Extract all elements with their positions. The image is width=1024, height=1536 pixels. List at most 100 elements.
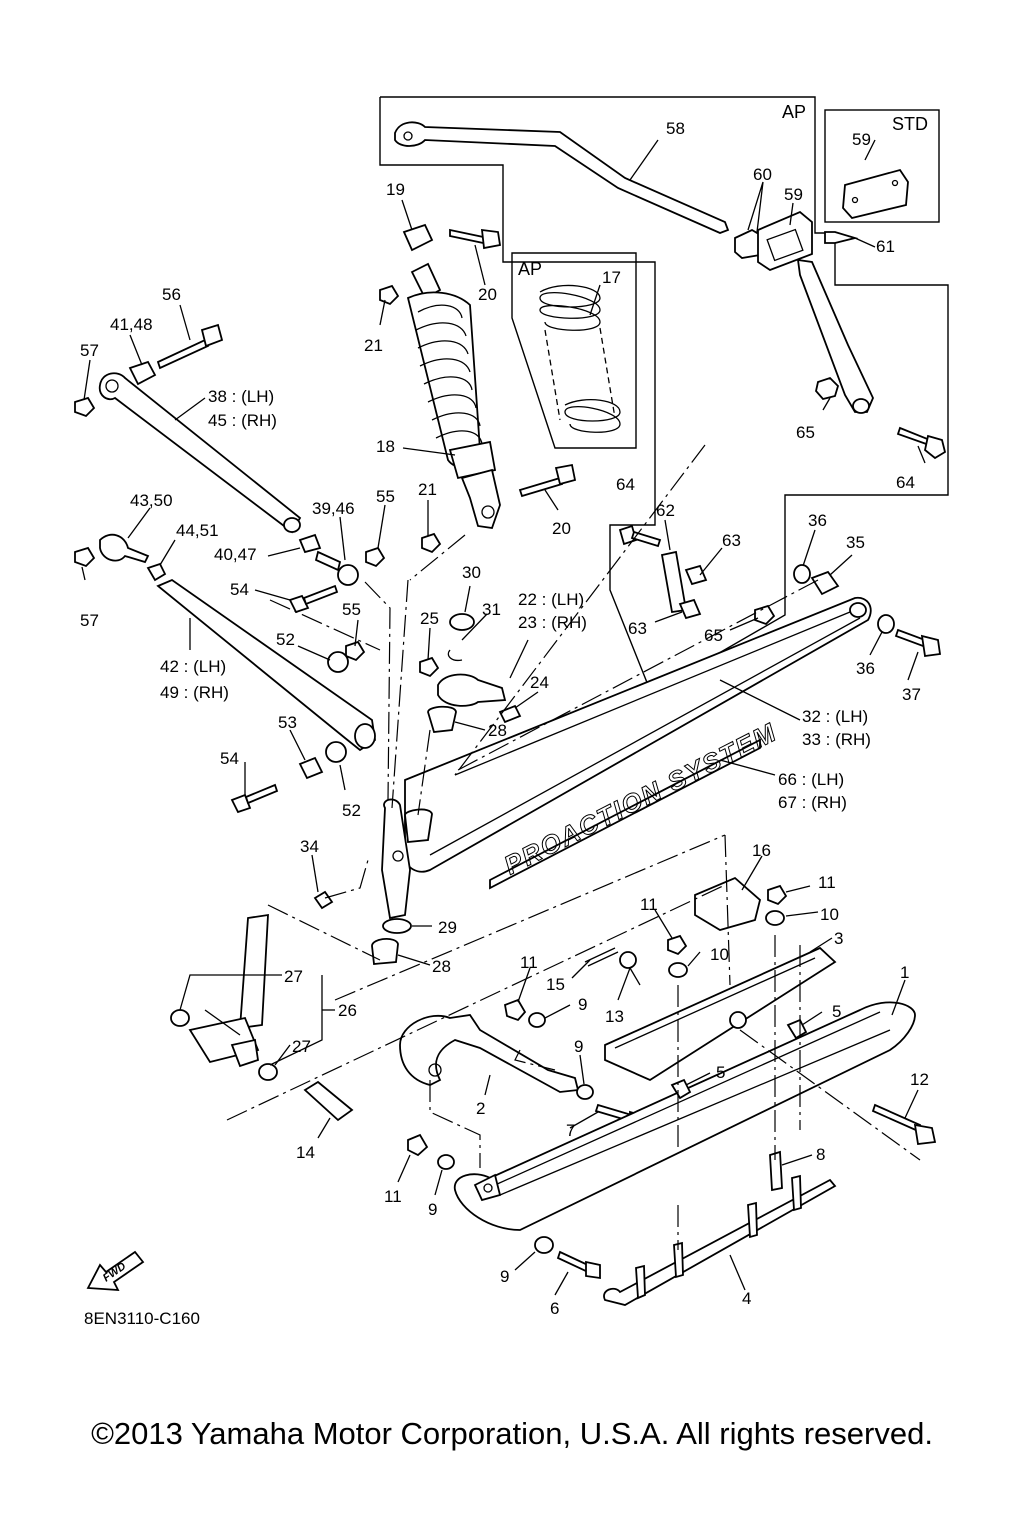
callout: 16 xyxy=(752,841,771,860)
shock-absorber xyxy=(406,262,501,529)
callout: 43,50 xyxy=(130,491,173,510)
rod-end-39 xyxy=(314,550,359,586)
callout: 64 xyxy=(896,473,915,492)
collar-53 xyxy=(298,756,324,780)
callout: 31 xyxy=(482,600,501,619)
nut-21a xyxy=(379,284,400,306)
bushing-19 xyxy=(402,223,434,252)
nut-44 xyxy=(146,562,167,582)
washer-9d xyxy=(534,1236,554,1254)
callout: 21 xyxy=(364,336,383,355)
rivet-61 xyxy=(824,231,859,244)
callout: 38 : (LH) xyxy=(208,387,274,406)
ap-spring-box: AP xyxy=(511,252,637,449)
nut-11a xyxy=(767,884,788,906)
bolt-54a xyxy=(288,584,339,614)
callout: 8 xyxy=(816,1145,825,1164)
bushing-27a xyxy=(170,1009,190,1027)
spindle-housing xyxy=(381,798,433,920)
callout: 54 xyxy=(220,749,239,768)
bolt-13 xyxy=(619,951,641,986)
alignment-lines xyxy=(226,444,921,1250)
callout: 33 : (RH) xyxy=(802,730,871,749)
upper-arm xyxy=(98,372,302,534)
std-box: STD xyxy=(824,109,940,223)
nut-65b xyxy=(754,604,776,626)
callout: 65 xyxy=(796,423,815,442)
nut-25 xyxy=(419,656,440,678)
callout: 20 xyxy=(478,285,497,304)
callout: 42 : (LH) xyxy=(160,657,226,676)
callout: 63 xyxy=(628,619,647,638)
callout: 63 xyxy=(722,531,741,550)
forward-arrow-icon: FWD xyxy=(86,1250,145,1292)
bushing-28b xyxy=(371,938,399,965)
callout: 12 xyxy=(910,1070,929,1089)
bolt-54b xyxy=(230,783,279,814)
callout: 21 xyxy=(418,480,437,499)
callout: 55 xyxy=(376,487,395,506)
callout: 60 xyxy=(753,165,772,184)
callout: 15 xyxy=(546,975,565,994)
link-rod-62 xyxy=(660,550,708,620)
spring-clip-15 xyxy=(584,947,619,967)
callout: 29 xyxy=(438,918,457,937)
callout: 37 xyxy=(902,685,921,704)
nut-55a xyxy=(365,546,386,568)
callout: 1 xyxy=(900,963,909,982)
callout: 17 xyxy=(602,268,621,287)
callout: 27 xyxy=(284,967,303,986)
callout: 11 xyxy=(640,895,658,914)
bolt-64b xyxy=(896,426,947,460)
bushing-52b xyxy=(325,741,347,763)
leader-lines xyxy=(81,139,926,1296)
callout: 36 xyxy=(808,511,827,530)
callout: 18 xyxy=(376,437,395,456)
washer-36b xyxy=(877,614,895,634)
callout: 14 xyxy=(296,1143,315,1162)
cap-30 xyxy=(449,613,475,631)
lower-arm xyxy=(156,578,376,752)
callout: 10 xyxy=(820,905,839,924)
callout: 41,48 xyxy=(110,315,153,334)
ap-spring-box-label: AP xyxy=(518,259,542,279)
nut-11d xyxy=(407,1133,429,1157)
washer-9a xyxy=(528,1012,546,1028)
callout: 64 xyxy=(616,475,635,494)
pin-14 xyxy=(303,1080,354,1122)
bolt-6 xyxy=(556,1250,601,1280)
callout: 9 xyxy=(574,1037,583,1056)
drawing-code: 8EN3110-C160 xyxy=(84,1309,200,1328)
callout: 22 : (LH) xyxy=(518,590,584,609)
stabilizer-plate-59 xyxy=(757,210,813,272)
callout: 66 : (LH) xyxy=(778,770,844,789)
callout: 6 xyxy=(550,1299,559,1318)
callout: 59 xyxy=(852,130,871,149)
callout: 9 xyxy=(500,1267,509,1286)
saddle-3 xyxy=(604,946,837,1082)
callout: 53 xyxy=(278,713,297,732)
bushing-41 xyxy=(128,360,157,386)
clip-31 xyxy=(447,649,463,662)
callout: 52 xyxy=(276,630,295,649)
bushing-28a xyxy=(427,705,457,733)
nut-65a xyxy=(815,376,840,401)
callout: 57 xyxy=(80,341,99,360)
callout: 61 xyxy=(876,237,895,256)
callout: 67 : (RH) xyxy=(778,793,847,812)
callout: 5 xyxy=(716,1063,725,1082)
bolt-20a xyxy=(449,228,502,250)
callout: 3 xyxy=(834,929,843,948)
steering-arm-22 xyxy=(437,673,507,707)
washer-9b xyxy=(576,1084,594,1100)
callout: 54 xyxy=(230,580,249,599)
callout: 2 xyxy=(476,1099,485,1118)
callout: 56 xyxy=(162,285,181,304)
callout: 34 xyxy=(300,837,319,856)
nut-5b xyxy=(670,1078,692,1100)
ap-spring-17 xyxy=(539,284,621,433)
callout: 5 xyxy=(832,1002,841,1021)
washer-9c xyxy=(437,1154,455,1170)
nut-5a xyxy=(786,1018,808,1040)
callout: 52 xyxy=(342,801,361,820)
